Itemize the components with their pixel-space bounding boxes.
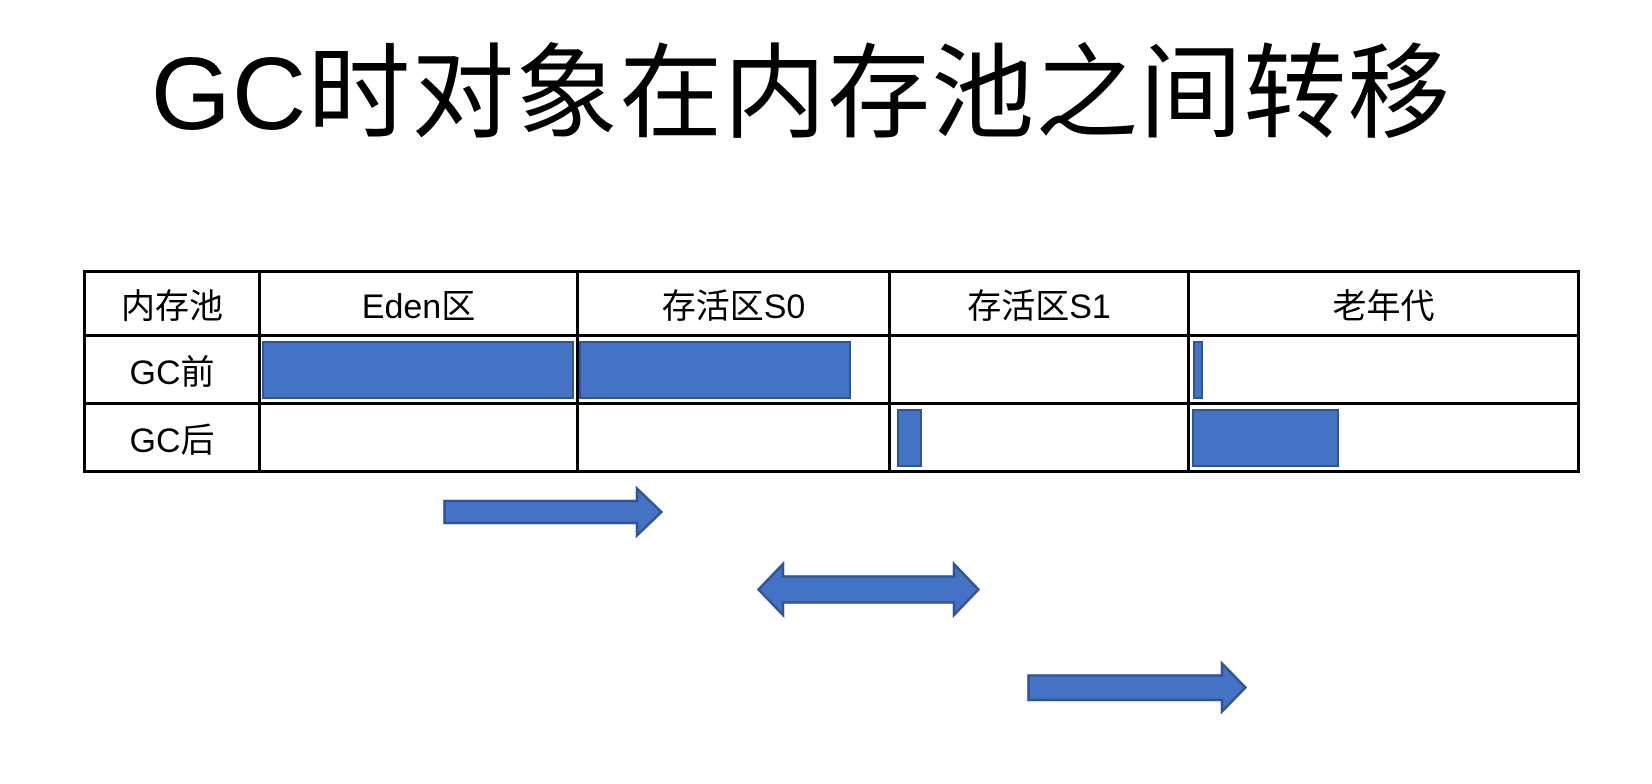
s0-s1-swap-arrow	[756, 560, 981, 619]
bar-before-gc-s0	[579, 341, 851, 399]
page-title: GC时对象在内存池之间转移	[150, 36, 1452, 151]
bar-before-gc-old	[1193, 341, 1203, 399]
cell-before-gc-eden	[258, 334, 579, 405]
cell-after-gc-s1	[888, 402, 1190, 473]
cell-before-gc-s1	[888, 334, 1190, 405]
cell-after-gc-eden	[258, 402, 579, 473]
column-header-eden: Eden区	[258, 270, 579, 337]
cell-after-gc-old	[1187, 402, 1580, 473]
cell-before-gc-s0	[576, 334, 891, 405]
table-row-after-gc: GC后	[83, 402, 1580, 473]
bar-after-gc-s1	[896, 409, 923, 467]
bar-before-gc-eden	[261, 341, 575, 399]
row-header-before-gc: GC前	[83, 334, 261, 405]
memory-pool-table: 内存池 Eden区 存活区S0 存活区S1 老年代 GC前 GC后	[83, 270, 1580, 473]
eden-to-survivor-arrow	[443, 485, 664, 539]
column-header-s1: 存活区S1	[888, 270, 1190, 337]
column-header-old: 老年代	[1187, 270, 1580, 337]
cell-after-gc-s0	[576, 402, 891, 473]
row-header-after-gc: GC后	[83, 402, 261, 473]
bar-after-gc-old	[1191, 409, 1339, 467]
survivor-to-old-arrow	[1027, 660, 1248, 715]
column-header-pool: 内存池	[83, 270, 261, 337]
column-header-s0: 存活区S0	[576, 270, 891, 337]
cell-before-gc-old	[1187, 334, 1580, 405]
table-row-before-gc: GC前	[83, 334, 1580, 405]
table-header-row: 内存池 Eden区 存活区S0 存活区S1 老年代	[83, 270, 1580, 337]
